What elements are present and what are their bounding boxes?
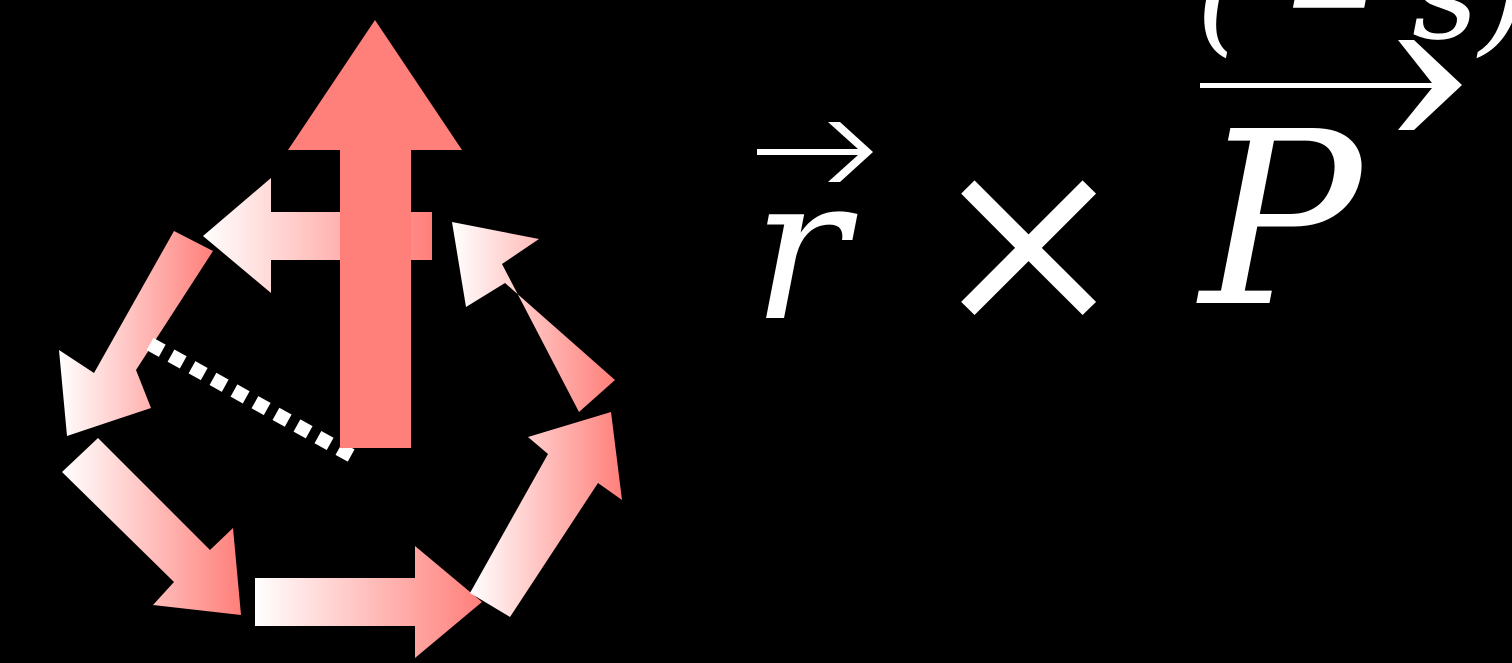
dotted-radius-line xyxy=(150,344,352,456)
momentum-vector-p: P xyxy=(1200,100,1361,340)
cross-product-symbol: × xyxy=(928,120,1129,360)
equation-partial: ( ‒ s) xyxy=(1196,0,1512,58)
loop-arrow-left xyxy=(59,231,213,436)
loop-arrow-bottom xyxy=(255,546,482,658)
loop-arrow-lower-right xyxy=(470,412,622,617)
loop-arrow-lower-left xyxy=(62,438,241,615)
position-vector-r: r xyxy=(752,150,848,350)
loop-arrow-upper-right xyxy=(452,222,615,412)
